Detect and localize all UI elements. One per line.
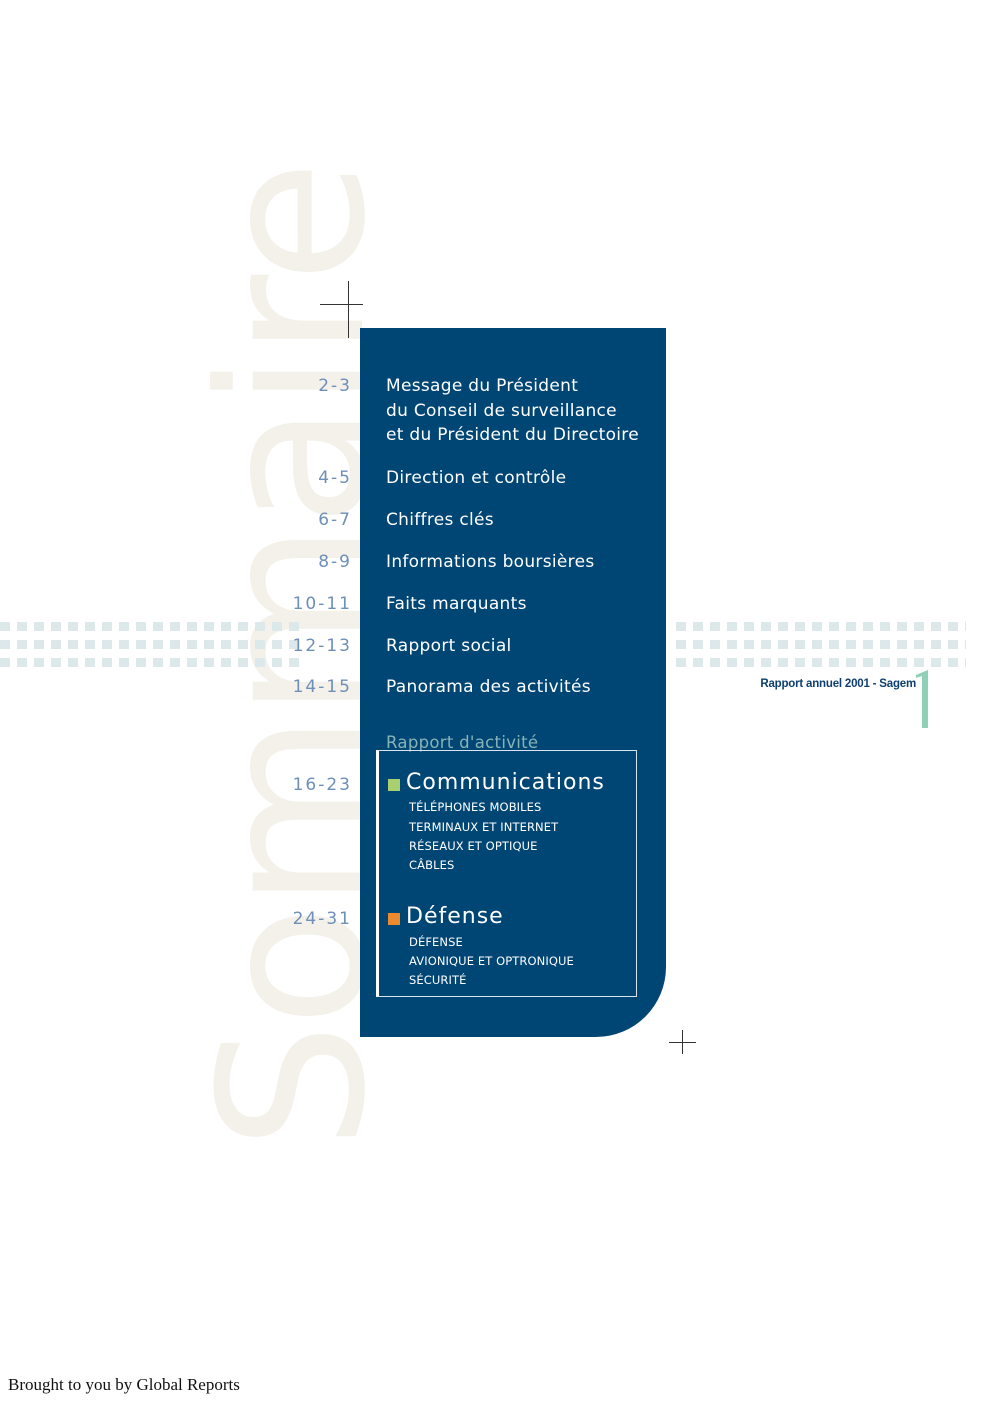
entry-pages: 12-13 bbox=[292, 636, 352, 656]
category-pages: 24-31 bbox=[292, 909, 352, 929]
category-pages: 16-23 bbox=[292, 775, 352, 795]
dot-band-left-2 bbox=[0, 640, 300, 649]
category-title[interactable]: Défense bbox=[406, 904, 504, 929]
category-item[interactable]: DÉFENSE bbox=[409, 935, 463, 949]
entry-title[interactable]: Informations boursières bbox=[386, 552, 595, 572]
section-label: Rapport d'activité bbox=[386, 733, 539, 752]
category-item[interactable]: RÉSEAUX ET OPTIQUE bbox=[409, 839, 538, 853]
entry-pages: 6-7 bbox=[318, 510, 352, 530]
page-number bbox=[914, 670, 932, 728]
crop-mark-top bbox=[348, 281, 349, 338]
dot-band-right-1 bbox=[676, 622, 966, 631]
dot-band-left-1 bbox=[0, 622, 300, 631]
entry-pages: 2-3 bbox=[318, 376, 352, 396]
entry-title[interactable]: Rapport social bbox=[386, 636, 512, 656]
category-title[interactable]: Communications bbox=[406, 770, 605, 795]
entry-title[interactable]: Direction et contrôle bbox=[386, 468, 567, 488]
category-marker bbox=[388, 913, 400, 925]
contents-panel bbox=[360, 328, 666, 1037]
dot-band-left-3 bbox=[0, 658, 300, 667]
category-item[interactable]: AVIONIQUE ET OPTRONIQUE bbox=[409, 954, 574, 968]
entry-title-line: Message du Président bbox=[386, 376, 579, 396]
entry-pages: 14-15 bbox=[292, 677, 352, 697]
entry-pages: 8-9 bbox=[318, 552, 352, 572]
running-head: Rapport annuel 2001 - Sagem bbox=[760, 678, 916, 690]
entry-title[interactable]: Chiffres clés bbox=[386, 510, 494, 530]
category-item[interactable]: TÉLÉPHONES MOBILES bbox=[409, 800, 542, 814]
category-item[interactable]: CÂBLES bbox=[409, 858, 455, 872]
activity-frame bbox=[376, 750, 637, 997]
entry-title[interactable]: Panorama des activités bbox=[386, 677, 591, 697]
crop-mark-top-h bbox=[320, 304, 363, 305]
entry-title[interactable]: Message du Président du Conseil de surve… bbox=[386, 374, 639, 448]
dot-band-right-3 bbox=[676, 658, 966, 667]
entry-pages: 4-5 bbox=[318, 468, 352, 488]
entry-title-line: et du Président du Directoire bbox=[386, 425, 639, 445]
category-marker bbox=[388, 779, 400, 791]
dot-band-right-2 bbox=[676, 640, 966, 649]
entry-pages: 10-11 bbox=[292, 594, 352, 614]
entry-title[interactable]: Faits marquants bbox=[386, 594, 527, 614]
entry-title-line: du Conseil de surveillance bbox=[386, 400, 617, 421]
category-item[interactable]: SÉCURITÉ bbox=[409, 973, 467, 987]
crop-mark-bottom-h bbox=[669, 1042, 696, 1043]
footer-credit: Brought to you by Global Reports bbox=[8, 1375, 240, 1394]
category-item[interactable]: TERMINAUX ET INTERNET bbox=[409, 820, 559, 834]
